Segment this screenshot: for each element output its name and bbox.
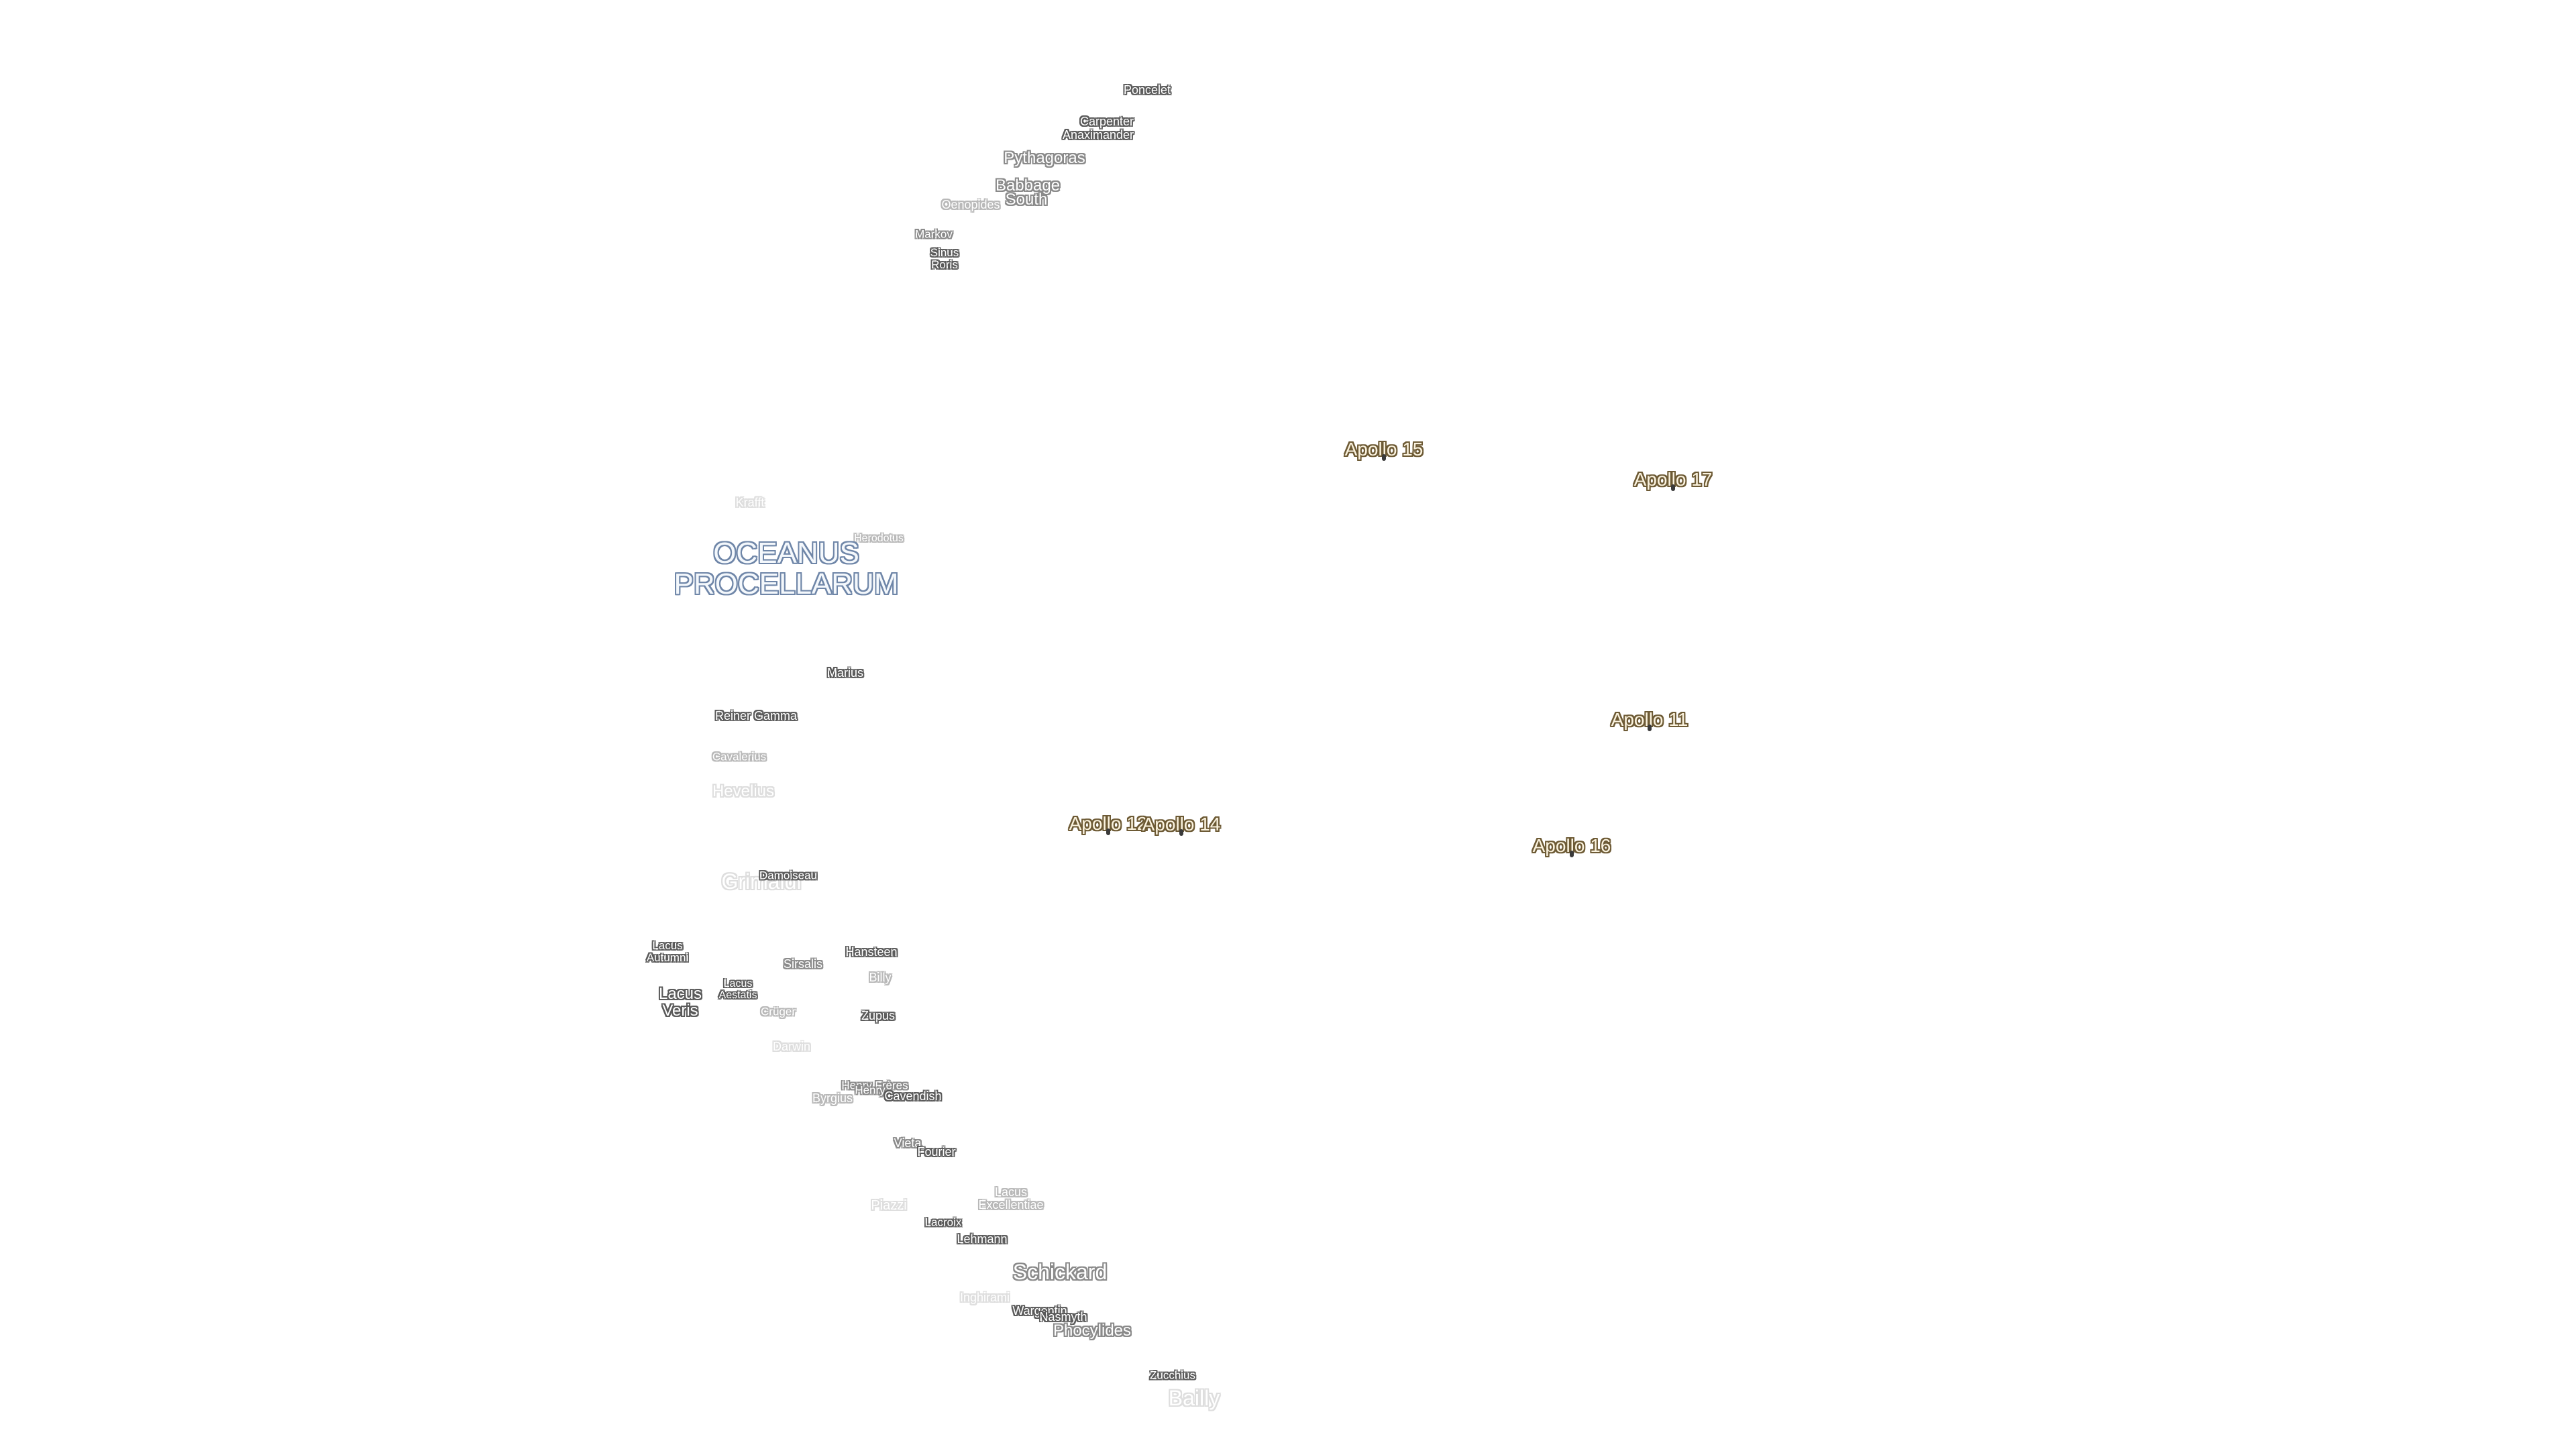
label-babbage[interactable]: Babbage: [995, 176, 1061, 195]
label-darwin[interactable]: Darwin: [772, 1040, 811, 1053]
label-zucchius[interactable]: Zucchius: [1149, 1368, 1196, 1382]
label-sirsalis[interactable]: Sirsalis: [783, 957, 823, 971]
label-reiner-gamma[interactable]: Reiner Gamma: [714, 709, 798, 722]
label-billy[interactable]: Billy: [869, 971, 892, 984]
label-oceanus-procellarum[interactable]: OCEANUS PROCELLARUM: [674, 536, 899, 600]
label-henry[interactable]: Henry: [855, 1083, 885, 1097]
label-grimaldi[interactable]: Grimaldi: [721, 869, 802, 894]
label-cavalerius[interactable]: Cavalerius: [712, 750, 767, 763]
label-markov[interactable]: Markov: [915, 227, 953, 241]
label-krafft[interactable]: Krafft: [735, 496, 765, 509]
label-marius[interactable]: Marius: [826, 666, 864, 680]
label-fourier[interactable]: Fourier: [917, 1145, 956, 1159]
label-lacus-autumni[interactable]: Lacus Autumni: [646, 939, 689, 964]
apollo-11-marker[interactable]: [1648, 724, 1652, 731]
label-hansteen[interactable]: Hansteen: [845, 945, 898, 959]
label-lacus-veris[interactable]: Lacus Veris: [658, 984, 702, 1020]
apollo-17-marker[interactable]: [1671, 484, 1675, 491]
label-pythagoras[interactable]: Pythagoras: [1004, 149, 1085, 167]
label-bailly[interactable]: Bailly: [1168, 1386, 1220, 1410]
apollo-16-marker[interactable]: [1570, 851, 1574, 857]
label-sinus-roris[interactable]: Sinus Roris: [930, 246, 959, 271]
label-zupus[interactable]: Zupus: [861, 1009, 896, 1022]
label-cavendish[interactable]: Cavendish: [884, 1089, 942, 1103]
label-vieta[interactable]: Vieta: [894, 1136, 922, 1150]
label-south[interactable]: South: [1005, 191, 1048, 209]
label-piazzi[interactable]: Piazzi: [871, 1198, 907, 1213]
label-lehmann[interactable]: Lehmann: [957, 1232, 1008, 1246]
label-herodotus[interactable]: Herodotus: [854, 533, 904, 544]
label-cruger[interactable]: Crüger: [761, 1005, 796, 1018]
apollo-15-marker[interactable]: [1382, 454, 1386, 461]
apollo-12-marker[interactable]: [1106, 828, 1110, 835]
label-henry-freres[interactable]: Henry Frères: [841, 1079, 908, 1092]
label-byrgius[interactable]: Byrgius: [812, 1091, 853, 1105]
label-lacus-excellentiae[interactable]: Lacus Excellentiae: [978, 1185, 1044, 1212]
label-carpenter[interactable]: Carpenter: [1079, 115, 1134, 128]
apollo-14-marker[interactable]: [1179, 829, 1183, 836]
label-nasmyth[interactable]: Nasmyth: [1039, 1310, 1087, 1324]
label-wargentin[interactable]: Wargentin: [1012, 1304, 1067, 1318]
label-hevelius[interactable]: Hevelius: [712, 782, 775, 800]
label-lacus-aestatis[interactable]: Lacus Aestatis: [718, 978, 757, 1001]
label-poncelet[interactable]: Poncelet: [1123, 83, 1171, 97]
label-oenopides[interactable]: Oenopides: [941, 198, 1000, 211]
label-phocylides[interactable]: Phocylides: [1053, 1322, 1132, 1340]
label-damoiseau[interactable]: Damoiseau: [759, 869, 817, 882]
label-schickard[interactable]: Schickard: [1012, 1260, 1108, 1284]
label-lacroix[interactable]: Lacroix: [924, 1216, 962, 1229]
label-inghirami[interactable]: Inghirami: [959, 1291, 1010, 1304]
label-anaximander[interactable]: Anaximander: [1062, 128, 1134, 142]
